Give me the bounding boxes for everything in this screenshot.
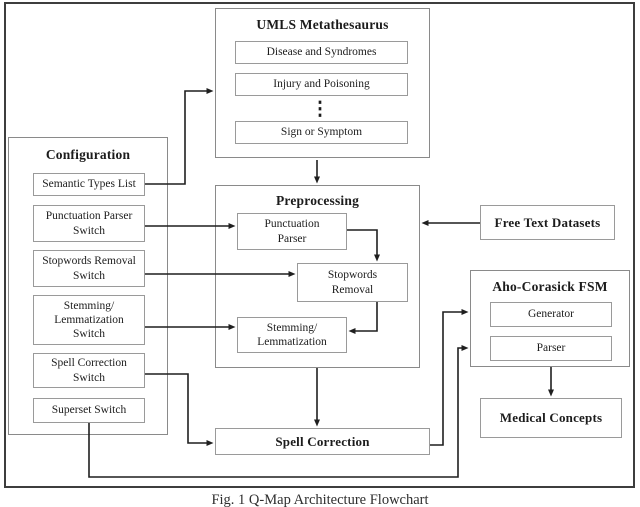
node-label: Punctuation Parser — [264, 218, 320, 245]
node-stopwords-removal-switch: Stopwords Removal Switch — [33, 250, 145, 287]
path-spellswitch-to-spell — [143, 373, 214, 446]
node-label: Semantic Types List — [42, 178, 136, 191]
node-label: Medical Concepts — [499, 410, 603, 426]
node-stemming-lemmatization-switch: Stemming/ Lemmatization Switch — [33, 295, 145, 345]
node-free-text-datasets: Free Text Datasets — [480, 205, 615, 240]
node-stemming-lemmatization: Stemming/ Lemmatization — [237, 317, 347, 353]
node-stopwords-removal: Stopwords Removal — [297, 263, 408, 302]
configuration-title: Configuration — [45, 147, 131, 162]
umls-title: UMLS Metathesaurus — [256, 17, 389, 32]
vertical-ellipsis-icon: ⋮ — [310, 98, 330, 120]
node-label: Free Text Datasets — [494, 214, 601, 230]
node-superset-switch: Superset Switch — [33, 398, 145, 423]
preprocessing-group: Preprocessing — [215, 185, 420, 368]
path-stopwords-to-stemming — [348, 302, 378, 334]
node-label: Generator — [528, 308, 574, 321]
node-parser: Parser — [490, 336, 612, 361]
node-generator: Generator — [490, 302, 612, 327]
node-label: Injury and Poisoning — [273, 78, 370, 91]
figure-caption: Fig. 1 Q-Map Architecture Flowchart — [211, 492, 429, 507]
node-disease-and-syndromes: Disease and Syndromes — [235, 41, 408, 64]
figure-frame — [4, 2, 635, 488]
configuration-group: Configuration — [8, 137, 168, 435]
node-label: Sign or Symptom — [280, 126, 363, 139]
preprocessing-title: Preprocessing — [275, 193, 360, 208]
node-label: Stopwords Removal — [327, 269, 378, 296]
path-semantic-to-umls — [145, 88, 214, 185]
node-label: Stemming/ Lemmatization — [257, 321, 327, 348]
node-label: Stopwords Removal Switch — [42, 255, 136, 282]
node-label: Disease and Syndromes — [266, 46, 377, 59]
node-label: Superset Switch — [51, 404, 127, 417]
node-spell-correction-switch: Spell Correction Switch — [33, 353, 145, 388]
node-punctuation-parser-switch: Punctuation Parser Switch — [33, 205, 145, 242]
node-label: Spell Correction Switch — [51, 357, 127, 384]
umls-metathesaurus-group: UMLS Metathesaurus — [215, 8, 430, 158]
node-spell-correction: Spell Correction — [215, 428, 430, 455]
aho-corasick-title: Aho-Corasick FSM — [492, 279, 608, 294]
node-semantic-types-list: Semantic Types List — [33, 173, 145, 196]
node-label: Parser — [536, 342, 566, 355]
node-medical-concepts: Medical Concepts — [480, 398, 622, 438]
node-label: Spell Correction — [275, 433, 370, 449]
path-punctparser-to-stopwords — [347, 229, 380, 262]
path-superset-to-parser — [88, 345, 469, 478]
node-label: Stemming/ Lemmatization Switch — [54, 299, 124, 340]
node-sign-or-symptom: Sign or Symptom — [235, 121, 408, 144]
aho-corasick-group: Aho-Corasick FSM — [470, 270, 630, 367]
path-spell-to-generator — [430, 309, 469, 446]
node-injury-and-poisoning: Injury and Poisoning — [235, 73, 408, 96]
node-label: Punctuation Parser Switch — [45, 210, 133, 237]
node-punctuation-parser: Punctuation Parser — [237, 213, 347, 250]
